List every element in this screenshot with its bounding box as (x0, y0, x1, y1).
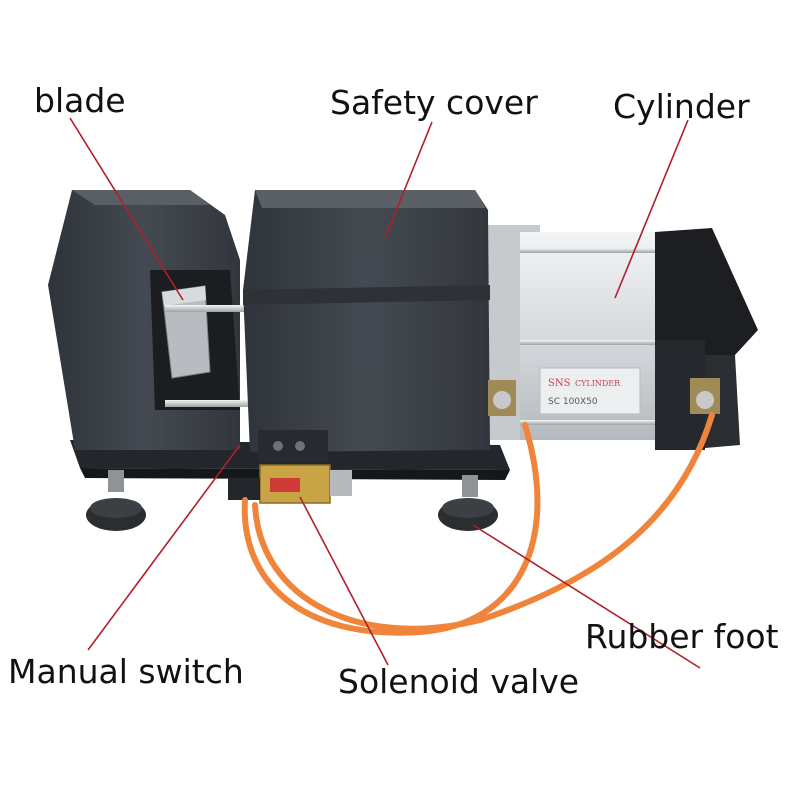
svg-text:SNS: SNS (548, 378, 571, 389)
svg-text:CYLINDER: CYLINDER (575, 379, 621, 388)
air-hoses (241, 412, 715, 636)
manual-switch-block (258, 430, 328, 462)
label-blade: blade (34, 81, 126, 120)
leader-line-safety-cover (384, 121, 433, 239)
cylinder-marking: SNS CYLINDER SC 100X50 (548, 378, 621, 407)
svg-text:SC 100X50: SC 100X50 (548, 397, 598, 407)
rubber-foot-right (438, 475, 498, 531)
solenoid-valve (228, 464, 352, 504)
label-rubber-foot: Rubber foot (585, 617, 779, 656)
label-solenoid-valve: Solenoid valve (338, 662, 580, 701)
guide-rods (165, 305, 260, 407)
label-manual-switch: Manual switch (8, 652, 244, 691)
blade-housing (48, 190, 240, 450)
leader-line-manual-switch (87, 444, 241, 651)
leader-line-blade (69, 117, 184, 301)
leader-lines (69, 117, 701, 669)
label-safety-cover: Safety cover (330, 83, 538, 122)
safety-cover (243, 190, 490, 452)
label-cylinder: Cylinder (613, 87, 750, 126)
leader-line-cylinder (614, 119, 689, 299)
rubber-foot-left (86, 470, 146, 531)
leader-line-rubber-foot (472, 524, 701, 669)
cylinder-end-cap (655, 228, 758, 450)
cylinder-fittings (488, 378, 720, 416)
leader-line-solenoid-valve (299, 496, 389, 666)
